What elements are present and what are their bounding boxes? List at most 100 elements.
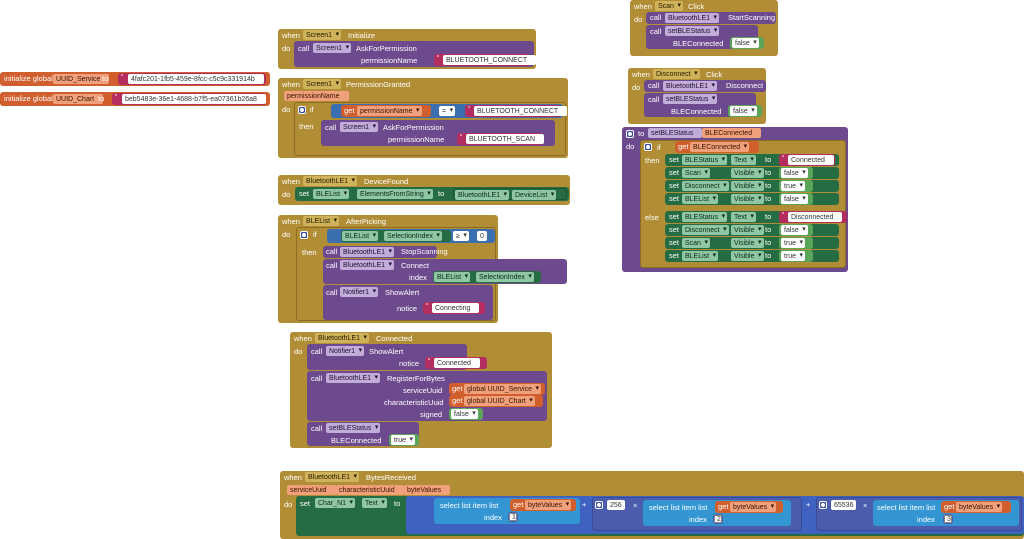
get-property-block[interactable]: BLEList SelectionIndex	[341, 230, 451, 242]
component-dropdown[interactable]: BluetoothLE1	[340, 260, 395, 270]
boolean-block[interactable]: true	[779, 250, 813, 262]
text-value[interactable]: Connected	[788, 155, 834, 165]
component-dropdown[interactable]: Screen1	[313, 43, 352, 53]
operator-dropdown[interactable]: =	[439, 106, 456, 116]
component-dropdown[interactable]: Disconnect	[653, 69, 700, 79]
component-dropdown[interactable]: BLEList	[342, 231, 379, 241]
call-method-block[interactable]: call BluetoothLE1 RegisterForBytes servi…	[307, 371, 547, 421]
boolean-block[interactable]: false	[730, 37, 764, 49]
call-method-block[interactable]: call BluetoothLE1 StartScanning	[646, 12, 776, 24]
component-dropdown[interactable]: BluetoothLE1	[455, 190, 510, 200]
number-field[interactable]: 3	[944, 515, 952, 523]
call-procedure-block[interactable]: call setBLEStatus BLEConnected false	[646, 25, 764, 49]
component-dropdown[interactable]: Disconnect	[682, 225, 729, 235]
component-dropdown[interactable]: Notifier1	[326, 346, 365, 356]
procedure-dropdown[interactable]: setBLEStatus	[326, 423, 381, 433]
component-dropdown[interactable]: BluetoothLE1	[326, 373, 381, 383]
number-field[interactable]: 0	[477, 231, 487, 241]
component-dropdown[interactable]: Scan	[682, 168, 710, 178]
property-dropdown[interactable]: Visible	[731, 168, 764, 178]
call-procedure-block[interactable]: call setBLEStatus BLEConnected false	[644, 93, 762, 117]
component-dropdown[interactable]: Scan	[655, 1, 683, 11]
property-dropdown[interactable]: Visible	[731, 225, 764, 235]
boolean-dropdown[interactable]: false	[730, 106, 757, 116]
gear-icon[interactable]	[644, 143, 652, 151]
select-list-item-block[interactable]: select list item list get byteValues ind…	[643, 500, 791, 526]
text-literal-block[interactable]: “ BLUETOOTH_CONNECT	[434, 54, 537, 66]
boolean-block[interactable]: false	[449, 408, 483, 420]
set-property-block[interactable]: setDisconnectVisibletofalse	[665, 224, 839, 236]
component-dropdown[interactable]: Screen1	[303, 79, 342, 89]
call-method-block[interactable]: call Notifier1 ShowAlert notice “ Connec…	[323, 285, 493, 320]
boolean-dropdown[interactable]: true	[391, 435, 416, 445]
number-block[interactable]: 3	[943, 514, 953, 524]
variable-dropdown[interactable]: byteValues	[525, 500, 572, 510]
component-dropdown[interactable]: Screen1	[303, 30, 342, 40]
component-dropdown[interactable]: BluetoothLE1	[340, 247, 395, 257]
set-property-block[interactable]: setDisconnectVisibletotrue	[665, 180, 839, 192]
event-param[interactable]: serviceUuid	[287, 485, 336, 495]
device-found-event[interactable]: when BluetoothLE1 DeviceFound do set BLE…	[278, 175, 570, 205]
property-dropdown[interactable]: Text	[731, 155, 756, 165]
global-name-field[interactable]: UUID_Chart	[53, 94, 104, 104]
variable-dropdown[interactable]: global UUID_Service	[464, 384, 541, 394]
component-dropdown[interactable]: Char_N1	[315, 498, 356, 508]
boolean-dropdown[interactable]: false	[781, 194, 808, 204]
boolean-block[interactable]: false	[779, 167, 813, 179]
procedure-definition[interactable]: to setBLEStatus BLEConnected do if get B…	[622, 127, 848, 272]
gear-icon[interactable]	[819, 501, 827, 509]
boolean-dropdown[interactable]: false	[781, 225, 808, 235]
boolean-dropdown[interactable]: false	[781, 168, 808, 178]
component-dropdown[interactable]: BLEList	[313, 189, 350, 199]
text-literal-block[interactable]: “ BLUETOOTH_SCAN	[457, 133, 544, 145]
if-block[interactable]: if BLEList SelectionIndex ≥ 0 then call …	[296, 227, 567, 321]
boolean-dropdown[interactable]: false	[451, 409, 478, 419]
boolean-dropdown[interactable]: true	[781, 238, 806, 248]
component-dropdown[interactable]: BLEList	[303, 216, 340, 226]
compare-block[interactable]: get permissionName = “ BLUETOOTH_CONNECT	[331, 104, 568, 118]
boolean-block[interactable]: true	[779, 237, 813, 249]
global-uuid-service-block[interactable]: initialize global UUID_Service to “ 4faf…	[0, 72, 270, 86]
boolean-block[interactable]: false	[779, 193, 813, 205]
component-dropdown[interactable]: BLEList	[682, 251, 719, 261]
text-value[interactable]: Connected	[434, 358, 480, 368]
after-picking-event[interactable]: when BLEList AfterPicking do if BLEList …	[278, 215, 567, 323]
call-method-block[interactable]: call Notifier1 ShowAlert notice “ Connec…	[307, 344, 487, 370]
boolean-block[interactable]: false	[728, 105, 762, 117]
boolean-block[interactable]: true	[779, 180, 813, 192]
set-property-block[interactable]: set BLEList ElementsFromString to Blueto…	[295, 187, 569, 201]
component-dropdown[interactable]: BLEStatus	[682, 155, 728, 165]
text-literal-block[interactable]: “ Connected	[425, 357, 487, 369]
property-dropdown[interactable]: Visible	[731, 251, 764, 261]
procedure-name-field[interactable]: setBLEStatus	[648, 128, 703, 138]
get-property-block[interactable]: BluetoothLE1 DeviceList	[453, 188, 567, 200]
get-variable-block[interactable]: get byteValues	[941, 501, 1011, 513]
component-dropdown[interactable]: BLEList	[682, 194, 719, 204]
operator-dropdown[interactable]: ≥	[453, 231, 469, 241]
text-value[interactable]: BLUETOOTH_CONNECT	[474, 106, 568, 116]
set-property-block[interactable]: setBLEListVisibletofalse	[665, 193, 839, 205]
gear-icon[interactable]	[298, 106, 306, 114]
component-dropdown[interactable]: BLEStatus	[682, 212, 728, 222]
property-dropdown[interactable]: SelectionIndex	[476, 272, 534, 282]
call-procedure-block[interactable]: call setBLEStatus BLEConnected true	[307, 422, 419, 446]
component-dropdown[interactable]: BluetoothLE1	[315, 333, 370, 343]
event-param[interactable]: byteValues	[404, 485, 451, 495]
global-value-field[interactable]: beb5483e-36e1-4688-b7f5-ea07361b26a8	[122, 94, 266, 104]
set-property-block[interactable]: setScanVisibletofalse	[665, 167, 839, 179]
connected-event[interactable]: when BluetoothLE1 Connected do call Noti…	[290, 332, 552, 448]
gear-icon[interactable]	[300, 231, 308, 239]
text-literal-block[interactable]: “ Connecting	[423, 302, 485, 314]
number-field[interactable]: 2	[714, 515, 722, 523]
component-dropdown[interactable]: Screen1	[340, 122, 379, 132]
text-literal-block[interactable]: “Disconnected	[779, 211, 847, 223]
boolean-dropdown[interactable]: true	[781, 181, 806, 191]
number-field[interactable]: 256	[607, 500, 625, 510]
call-method-block[interactable]: call Screen1 AskForPermission permission…	[321, 120, 555, 146]
component-dropdown[interactable]: Disconnect	[682, 181, 729, 191]
variable-dropdown[interactable]: byteValues	[730, 502, 777, 512]
bytes-received-event[interactable]: when BluetoothLE1 BytesReceived serviceU…	[280, 471, 1024, 539]
screen-initialize-event[interactable]: when Screen1 Initialize do call Screen1 …	[278, 29, 537, 69]
variable-dropdown[interactable]: global UUID_Chart	[464, 396, 535, 406]
boolean-dropdown[interactable]: true	[781, 251, 806, 261]
